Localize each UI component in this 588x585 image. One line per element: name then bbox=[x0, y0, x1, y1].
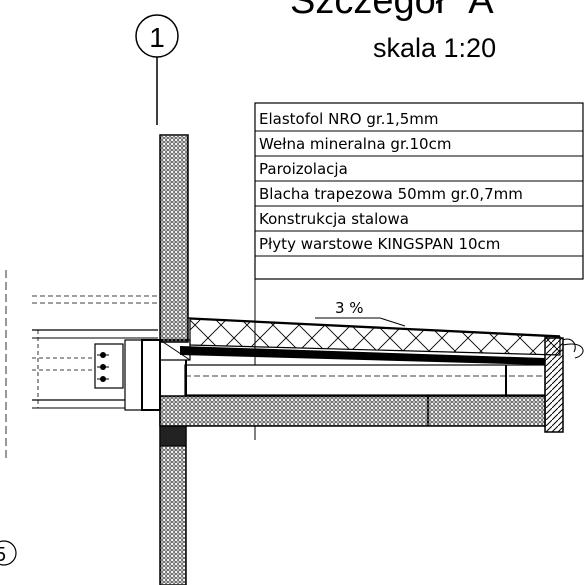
layer-legend: Elastofol NRO gr.1,5mm Wełna mineralna g… bbox=[254, 102, 584, 440]
bolt-group bbox=[97, 352, 109, 382]
roof-section bbox=[159, 317, 584, 433]
layer-label: Elastofol NRO gr.1,5mm bbox=[259, 110, 438, 128]
steel-structure bbox=[184, 364, 546, 396]
layer-label: Paroizolacja bbox=[259, 160, 348, 178]
scale-label: skala 1:20 bbox=[373, 33, 496, 63]
layer-label: Wełna mineralna gr.10cm bbox=[259, 135, 451, 153]
layer-label: Blacha trapezowa 50mm gr.0,7mm bbox=[259, 185, 523, 203]
detail-title: Szczegół "A" bbox=[290, 0, 507, 22]
layer-label: Konstrukcja stalowa bbox=[259, 210, 409, 228]
section-marker-label: 5 bbox=[0, 544, 6, 566]
layer-label: Płyty warstowe KINGSPAN 10cm bbox=[259, 235, 500, 253]
trapezoidal-sheet bbox=[180, 346, 545, 365]
axis-marker: 1 bbox=[135, 14, 179, 125]
edge-beam bbox=[544, 337, 564, 433]
slope-label: 3 % bbox=[335, 299, 364, 317]
connection-detail bbox=[94, 339, 191, 411]
membrane bbox=[187, 317, 561, 337]
slope-annotation: 3 % bbox=[315, 299, 406, 327]
section-marker: 5 bbox=[0, 540, 17, 566]
bottom-panel bbox=[159, 395, 546, 427]
steel-beam-left bbox=[5, 270, 160, 460]
wall-panel bbox=[159, 134, 189, 585]
axis-marker-label: 1 bbox=[149, 22, 165, 53]
